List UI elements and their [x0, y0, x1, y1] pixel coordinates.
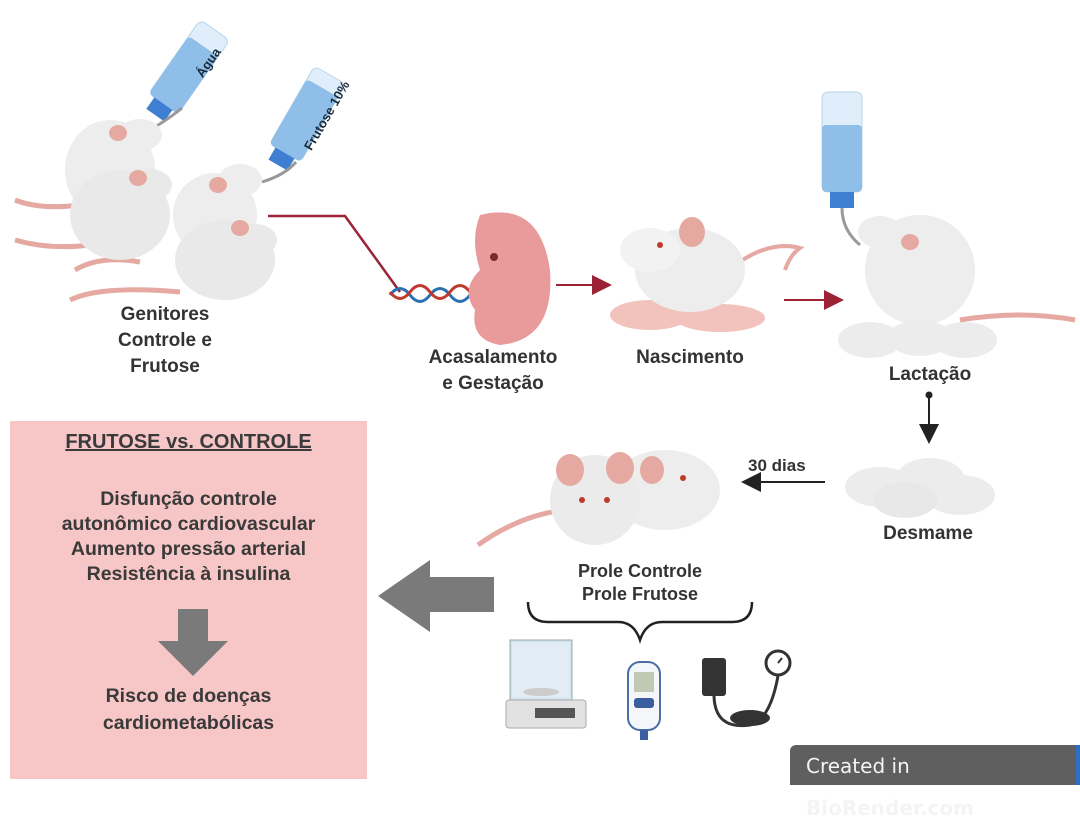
- watermark-brand: BioRender.com: [806, 796, 974, 820]
- biorender-watermark[interactable]: Created in BioRender.com: [790, 745, 1076, 820]
- cage-bottle-icon: [821, 91, 863, 247]
- stage-acasalamento-line: Acasalamento: [428, 347, 558, 368]
- timing-label: 30 dias: [748, 456, 806, 475]
- finding-item: Aumento pressão arterial: [70, 538, 307, 560]
- stage-genitores: Genitores Controle e Frutose: [100, 302, 230, 380]
- balance-icon: [505, 639, 587, 729]
- finding-item: Disfunção controle: [100, 488, 277, 510]
- stage-genitores-line: Controle e: [118, 330, 212, 351]
- panel-down-arrow-icon: [158, 609, 228, 676]
- glucometer-icon: [627, 661, 661, 740]
- parent-rats-icon: [14, 119, 277, 303]
- stage-prole: Prole Controle Prole Frutose: [555, 560, 725, 606]
- stage-lactacao: Lactação: [888, 364, 972, 385]
- stage-acasalamento-line: e Gestação: [442, 373, 544, 394]
- parents-connector-line: [268, 214, 402, 293]
- conclusion-line: Risco de doenças: [105, 685, 272, 707]
- results-panel-title: FRUTOSE vs. CONTROLE: [65, 431, 312, 453]
- lactating-mother-icon: [838, 215, 1076, 358]
- finding-item: autonômico cardiovascular: [61, 513, 316, 535]
- stage-genitores-line: Genitores: [120, 304, 210, 325]
- offspring-rats-icon: [476, 450, 720, 548]
- stage-nascimento: Nascimento: [636, 347, 744, 368]
- brace-icon: [526, 601, 754, 644]
- stage-prole-line: Prole Controle: [577, 561, 702, 581]
- water-bottle-icon: [146, 21, 228, 122]
- watermark-prefix: Created in: [806, 754, 910, 778]
- stage-genitores-line: Frutose: [130, 356, 200, 377]
- mother-with-pups-icon: [610, 217, 805, 332]
- stage-acasalamento: Acasalamento e Gestação: [418, 345, 568, 397]
- results-panel: FRUTOSE vs. CONTROLE Disfunção controle …: [10, 421, 367, 779]
- diagram-artwork: [14, 21, 1076, 740]
- sphygmomanometer-icon: [702, 649, 792, 728]
- big-left-arrow-icon: [378, 560, 494, 632]
- fructose-bottle-icon: [268, 67, 344, 171]
- weaned-pups-icon: [845, 458, 995, 518]
- conclusion-line: cardiometabólicas: [102, 712, 275, 734]
- watermark-accent: [1076, 745, 1080, 785]
- stage-prole-line: Prole Frutose: [581, 584, 699, 604]
- embryo-icon: [468, 212, 551, 345]
- stage-desmame: Desmame: [883, 523, 973, 544]
- finding-item: Resistência à insulina: [86, 563, 291, 585]
